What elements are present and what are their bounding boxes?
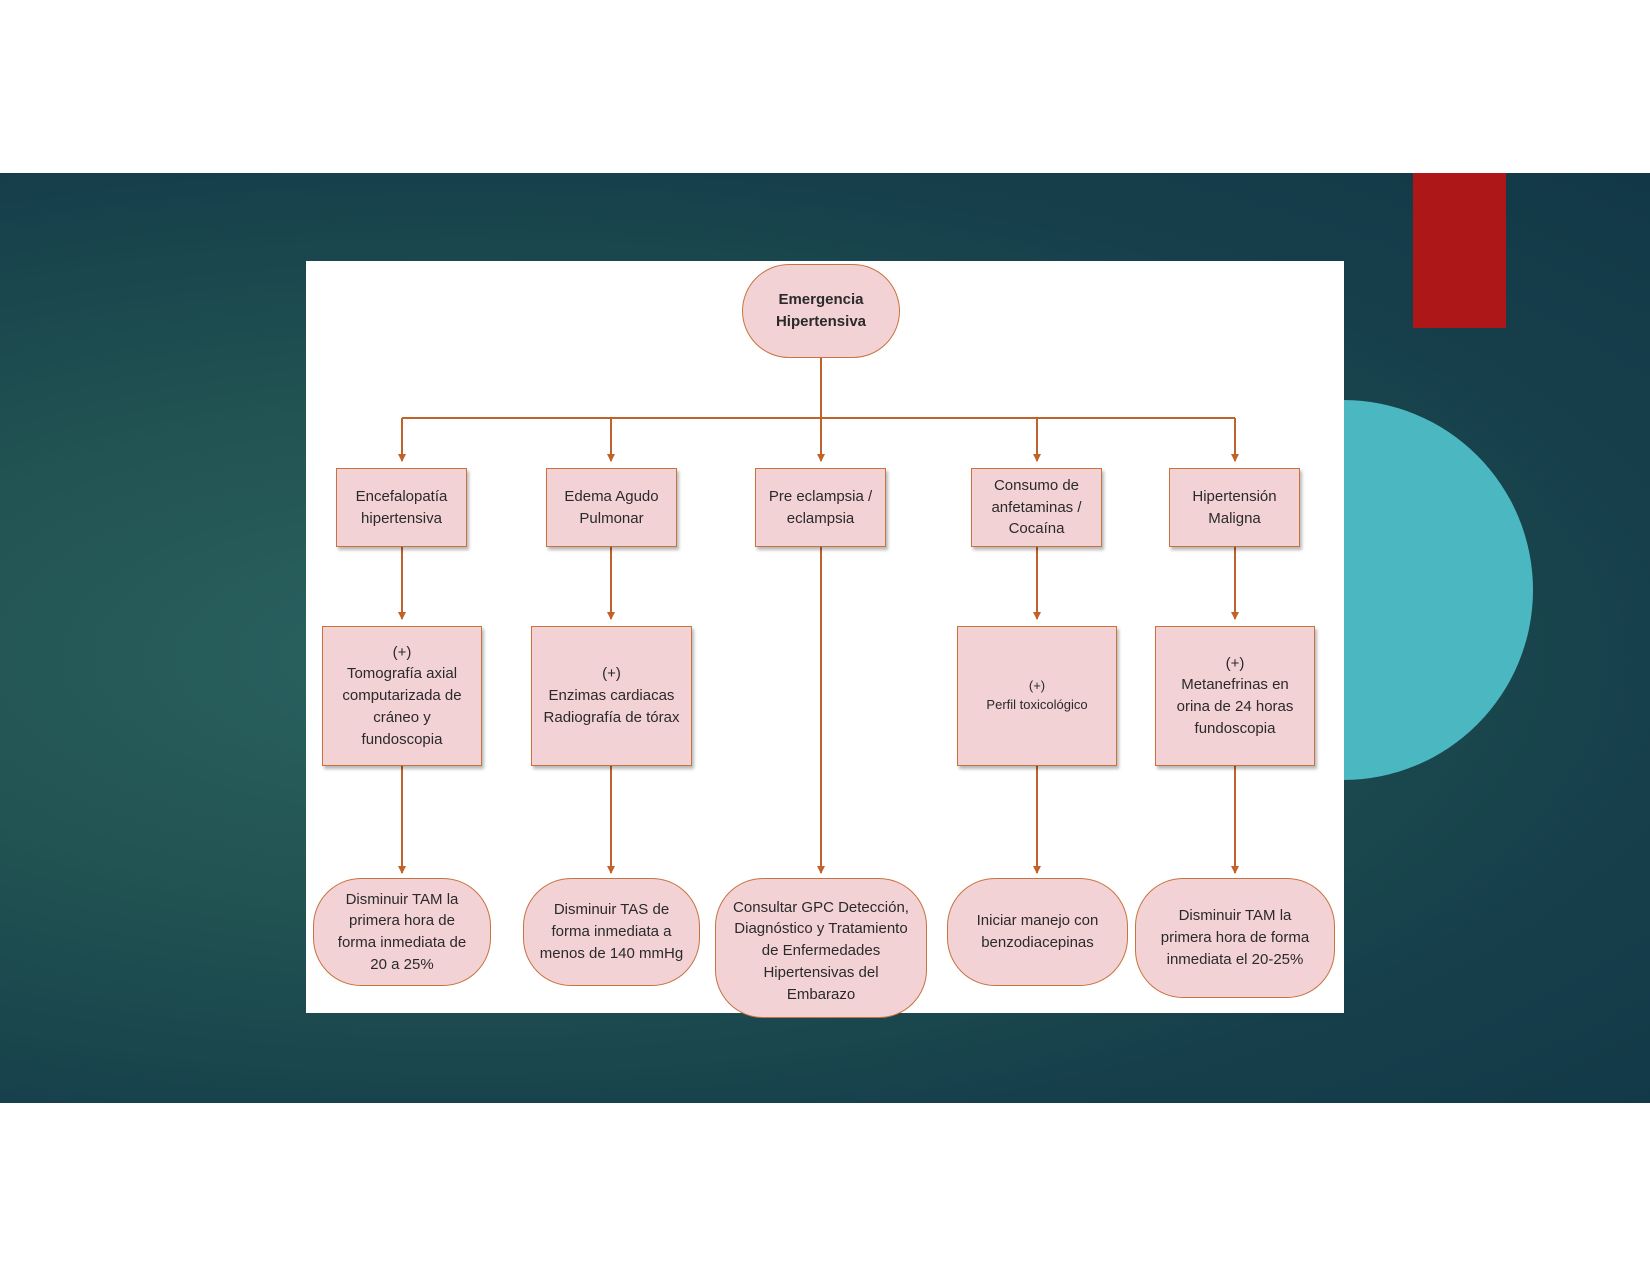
root-node: Emergencia Hipertensiva: [742, 264, 900, 358]
test-node-5: (+) Metanefrinas en orina de 24 horas fu…: [1155, 626, 1315, 766]
test-node-4: (+) Perfil toxicológico: [957, 626, 1117, 766]
category-node-5: Hipertensión Maligna: [1169, 468, 1300, 547]
test-node-2: (+) Enzimas cardiacas Radiografía de tór…: [531, 626, 692, 766]
red-accent-bar: [1413, 173, 1506, 328]
action-node-3: Consultar GPC Detección, Diagnóstico y T…: [715, 878, 927, 1018]
category-node-2: Edema Agudo Pulmonar: [546, 468, 677, 547]
action-node-1: Disminuir TAM la primera hora de forma i…: [313, 878, 491, 986]
category-node-4: Consumo de anfetaminas / Cocaína: [971, 468, 1102, 547]
test-node-1: (+) Tomografía axial computarizada de cr…: [322, 626, 482, 766]
action-node-2: Disminuir TAS de forma inmediata a menos…: [523, 878, 700, 986]
slide-background: Emergencia Hipertensiva Encefalopatía hi…: [0, 173, 1650, 1103]
connector-lines: [398, 358, 1239, 874]
flowchart-panel: Emergencia Hipertensiva Encefalopatía hi…: [306, 261, 1344, 1018]
action-node-5: Disminuir TAM la primera hora de forma i…: [1135, 878, 1335, 998]
category-node-3: Pre eclampsia / eclampsia: [755, 468, 886, 547]
category-node-1: Encefalopatía hipertensiva: [336, 468, 467, 547]
action-node-4: Iniciar manejo con benzodiacepinas: [947, 878, 1128, 986]
